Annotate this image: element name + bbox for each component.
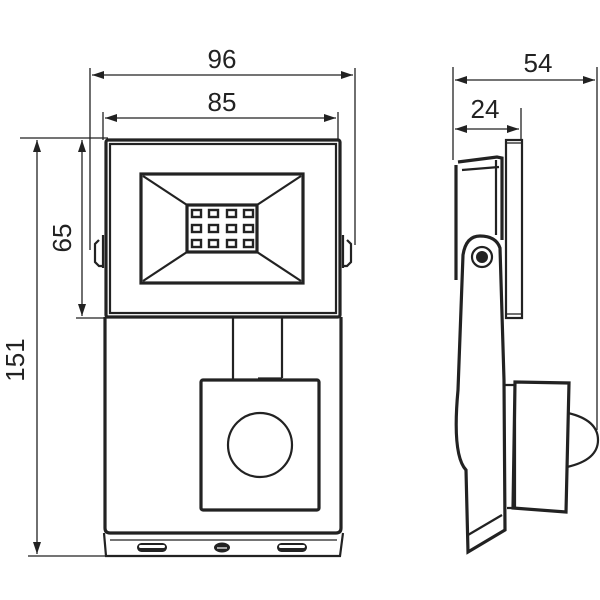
lamp-head-side: [454, 138, 524, 320]
dimension-overall-height: 151: [0, 137, 110, 557]
overall-height-label: 151: [0, 338, 30, 381]
dimension-body-width: 85: [102, 87, 339, 140]
lamp-head-depth-label: 24: [471, 94, 500, 124]
sensor-housing: [199, 378, 321, 512]
lamp-head: [93, 138, 353, 319]
bracket-arm-side: [454, 234, 507, 555]
mounting-body: [102, 317, 345, 558]
dimension-lamp-head-depth: 24: [455, 94, 522, 140]
body-width-label: 85: [208, 87, 237, 117]
front-view: 96 85 151 65: [0, 44, 356, 558]
overall-depth-label: 54: [524, 48, 553, 78]
sensor-side: [505, 380, 600, 514]
dimension-lamp-head-height: 65: [47, 140, 108, 319]
pivot-bolt: [476, 251, 488, 263]
led-grid: [190, 208, 255, 249]
lamp-head-height-label: 65: [47, 224, 77, 253]
led-panel: [185, 203, 259, 254]
dimension-overall-depth: 54: [452, 48, 598, 430]
pir-sensor-lens: [226, 411, 294, 479]
side-view: 54 24: [452, 48, 600, 555]
dimension-overall-width: 96: [89, 44, 356, 250]
overall-width-label: 96: [208, 44, 237, 74]
